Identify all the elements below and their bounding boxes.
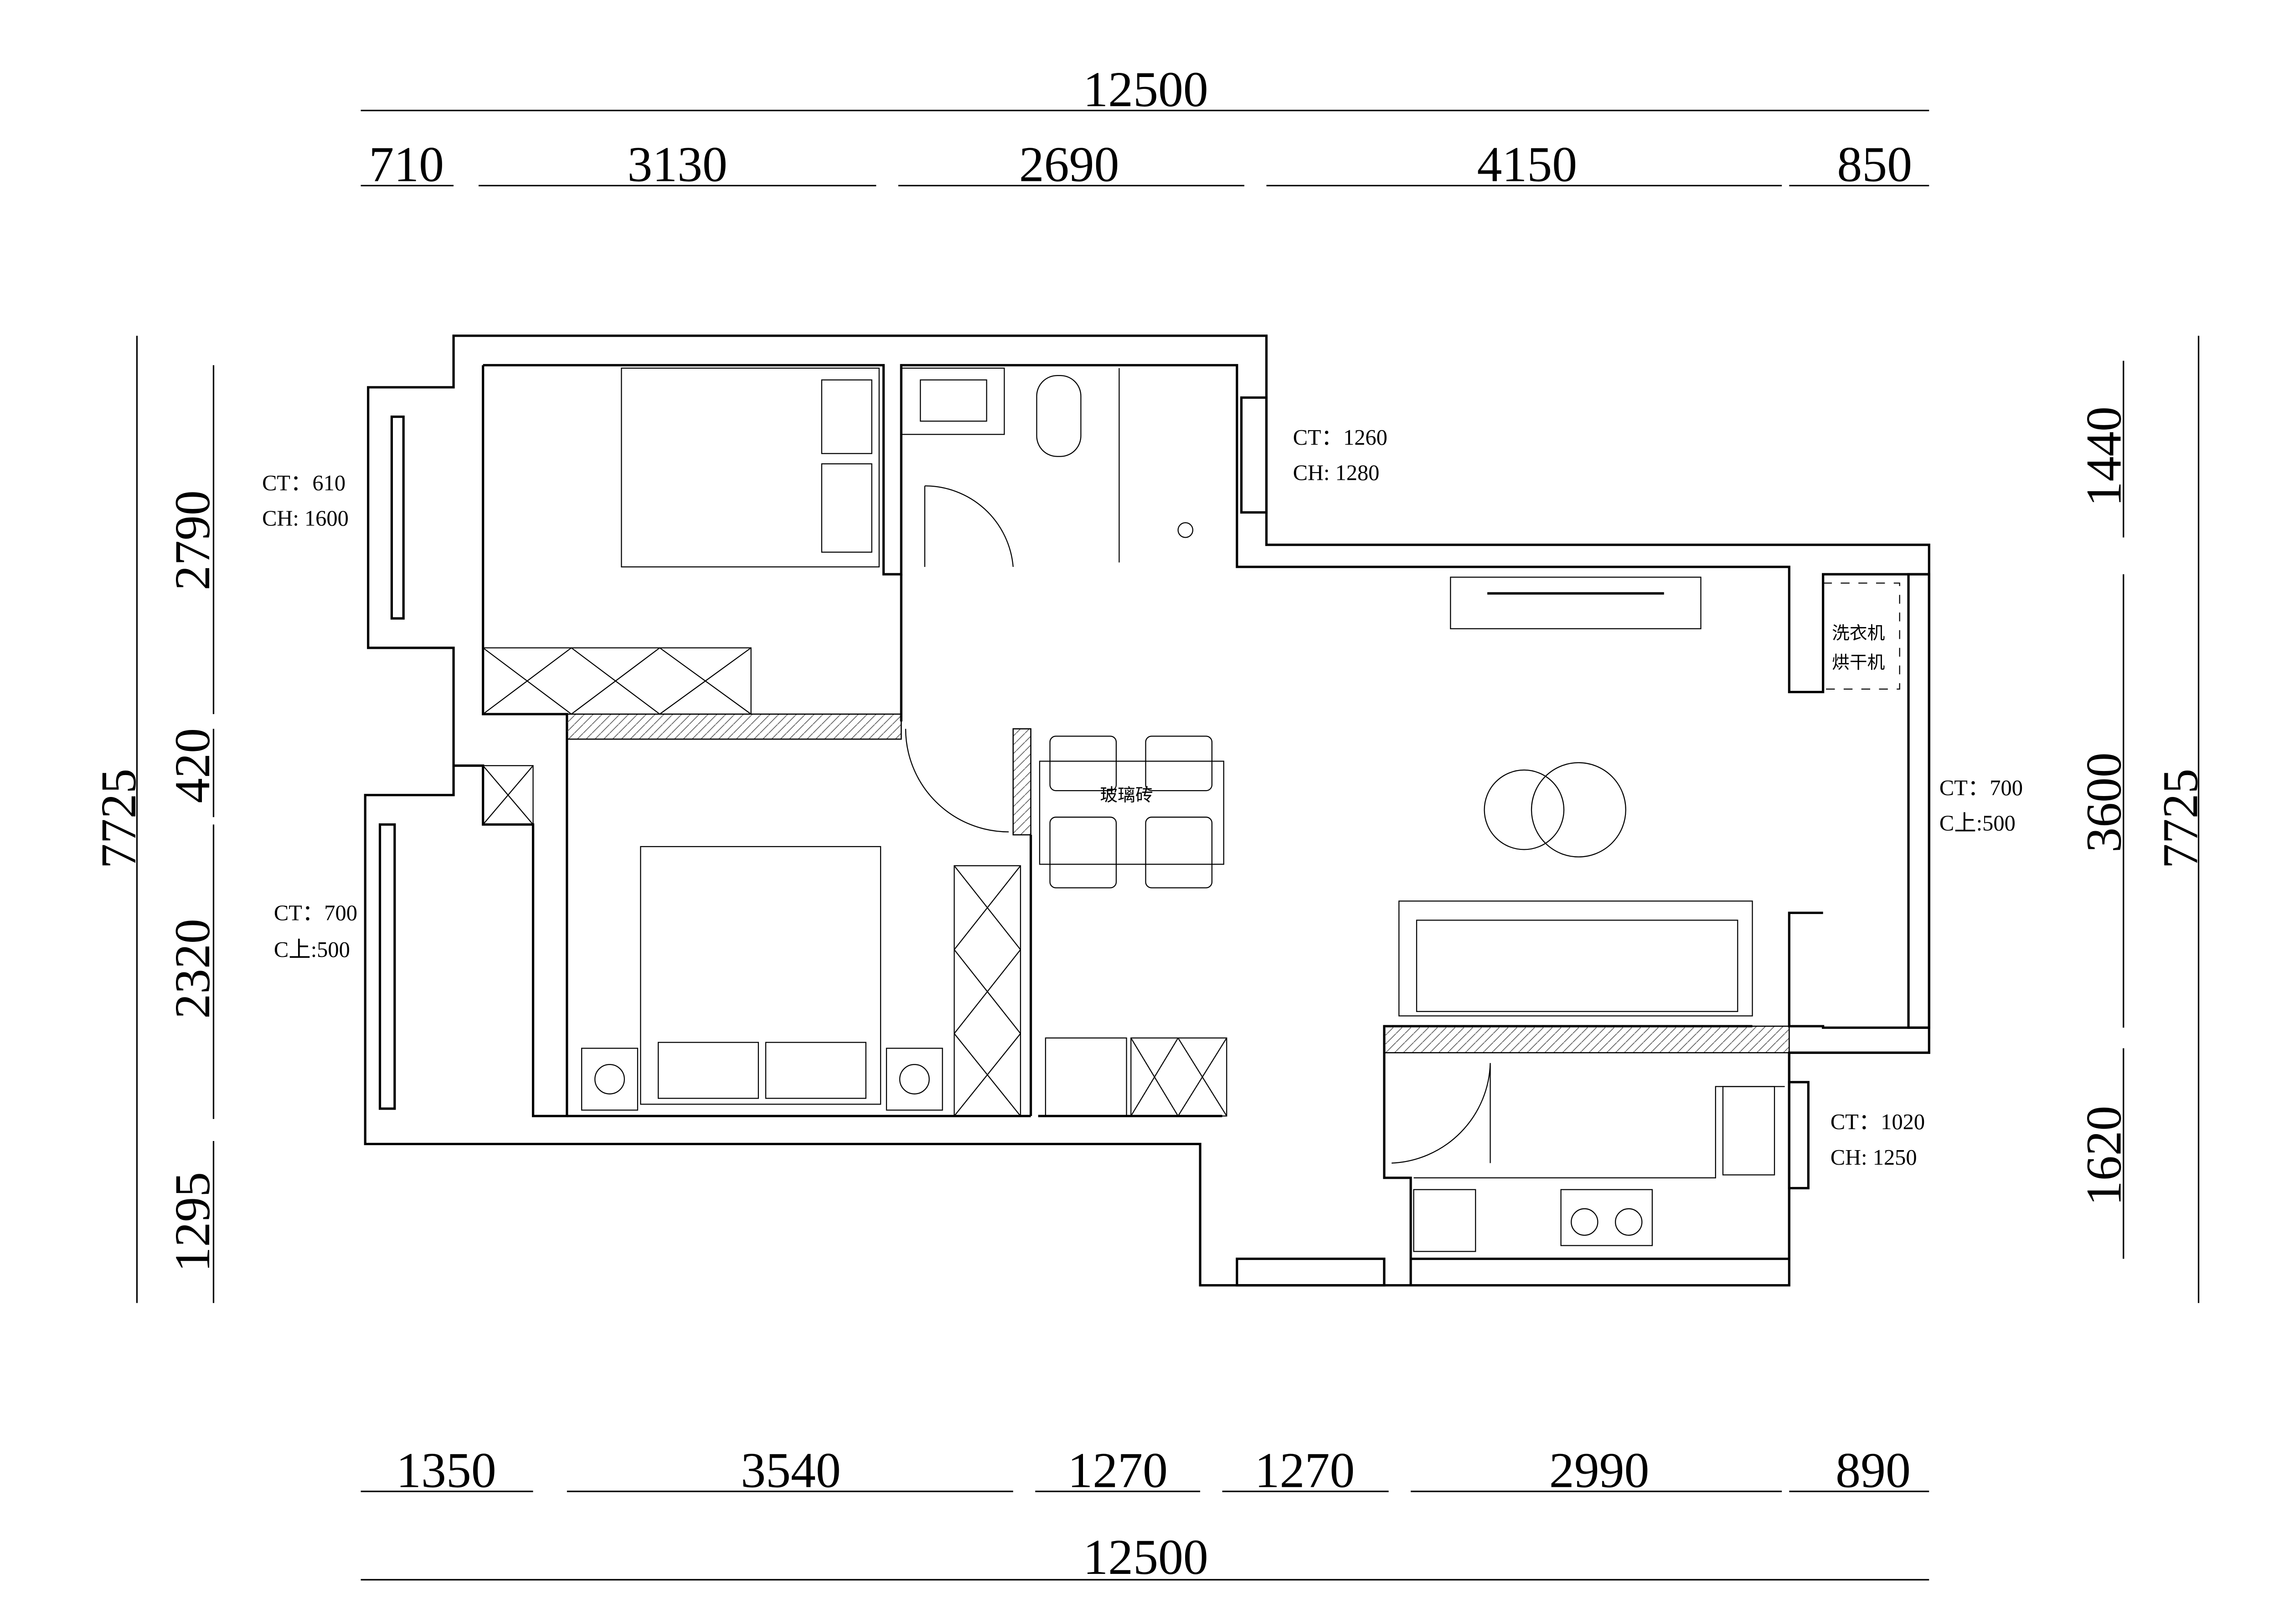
- dim-top-total: 12500: [1083, 62, 1208, 117]
- bed: [621, 367, 880, 568]
- bathroom: [901, 367, 1194, 567]
- dim-right-total: 7725: [2152, 769, 2208, 869]
- bedroom-2: [482, 729, 1021, 1117]
- washer-label: 洗衣机: [1832, 623, 1885, 643]
- dim-left-seg: 420: [165, 728, 220, 803]
- dim-top-seg: 2690: [1019, 137, 1119, 192]
- dim-left-seg: 2790: [165, 490, 220, 591]
- left-dimensions: 7725 2790 420 2320 1295: [91, 335, 220, 1303]
- dining-area: 玻璃砖: [1039, 735, 1227, 1117]
- dim-top-seg: 3130: [627, 137, 727, 192]
- note-bedroom1-ct: CT：610: [262, 471, 345, 495]
- note-bath-ct: CT：1260: [1293, 426, 1387, 450]
- note-bedroom1-ch: CH: 1600: [262, 507, 349, 531]
- dim-bottom-seg: 1270: [1067, 1442, 1168, 1498]
- note-kitchen-ch: CH: 1250: [1830, 1146, 1917, 1170]
- dim-top-seg: 4150: [1477, 137, 1577, 192]
- kitchen: [1392, 1063, 1785, 1252]
- bottom-dimensions: 1350 3540 1270 1270 2990 890 12500: [361, 1442, 1929, 1585]
- dim-right-seg: 1620: [2076, 1106, 2131, 1206]
- dim-bottom-seg: 890: [1836, 1442, 1911, 1498]
- bed: [640, 846, 882, 1105]
- coffee-table: [1484, 769, 1565, 850]
- dim-right-seg: 3600: [2076, 752, 2131, 853]
- sink: [901, 367, 1005, 435]
- dim-bottom-seg: 1270: [1255, 1442, 1355, 1498]
- wardrobe: [954, 865, 1021, 1117]
- dim-bottom-total: 12500: [1083, 1529, 1208, 1585]
- right-dimensions: 7725 1440 3600 1620: [2076, 335, 2208, 1303]
- note-balcony-ct: CT：700: [1939, 776, 2023, 800]
- note-balcony-c: C上:500: [1939, 811, 2016, 835]
- note-bedroom2-c: C上:500: [274, 938, 350, 962]
- dim-left-total: 7725: [91, 769, 146, 869]
- dim-top-seg: 850: [1837, 137, 1912, 192]
- tv-cabinet: [1450, 576, 1702, 629]
- wardrobe: [482, 647, 752, 715]
- dryer-label: 烘干机: [1832, 653, 1885, 673]
- stove: [1560, 1189, 1653, 1246]
- living-room: [1398, 576, 1753, 1017]
- window-notes: CT：610 CH: 1600 CT：1260 CH: 1280 CT：700 …: [262, 426, 2023, 1170]
- laundry: 洗衣机 烘干机: [1822, 582, 1900, 690]
- note-bedroom2-ct: CT：700: [274, 901, 357, 925]
- note-kitchen-ct: CT：1020: [1830, 1110, 1925, 1134]
- dim-top-seg: 710: [369, 137, 444, 192]
- bedroom-1: [482, 367, 880, 715]
- kitchen-sink: [1722, 1086, 1775, 1176]
- dim-bottom-seg: 1350: [396, 1442, 496, 1498]
- glass-brick-label: 玻璃砖: [1100, 785, 1153, 806]
- dim-right-seg: 1440: [2076, 406, 2131, 507]
- dim-left-seg: 2320: [165, 919, 220, 1019]
- note-bath-ch: CH: 1280: [1293, 461, 1380, 485]
- top-dimensions: 12500 710 3130 2690 4150 850: [361, 62, 1929, 192]
- dim-left-seg: 1295: [165, 1172, 220, 1272]
- sofa: [1398, 900, 1753, 1017]
- toilet: [1036, 375, 1082, 457]
- dim-bottom-seg: 3540: [741, 1442, 841, 1498]
- walls: [364, 334, 1930, 1287]
- dining-table: [1039, 761, 1224, 865]
- dim-bottom-seg: 2990: [1549, 1442, 1650, 1498]
